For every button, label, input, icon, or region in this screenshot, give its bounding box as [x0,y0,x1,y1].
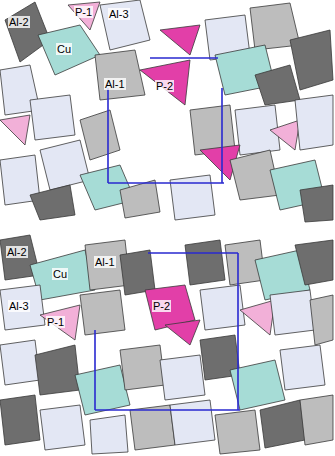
polyhedron [260,400,305,448]
polyhedron [240,300,275,335]
polyhedron [5,2,50,62]
part-label: Al-1 [94,256,116,268]
polyhedron [310,295,333,345]
polyhedron [30,185,75,220]
polyhedron [270,290,315,335]
polyhedron [0,395,40,445]
part-label: Al-3 [108,8,130,20]
polyhedron [290,30,333,90]
lower-view [0,235,333,454]
polyhedron [75,365,130,415]
part-label: Cu [52,268,68,280]
polyhedron [120,345,165,390]
polyhedron [0,285,45,330]
polyhedron [140,60,190,105]
polyhedron [170,400,215,445]
polyhedron [270,120,300,150]
polyhedron [300,185,333,222]
polyhedron [40,305,80,340]
part-label: P-1 [74,6,93,18]
unit-cell-line [108,58,224,183]
polyhedron [255,65,300,105]
polyhedron [95,50,145,100]
polyhedron [35,345,80,395]
polyhedron [38,25,100,75]
polyhedron [90,415,128,454]
part-label: Al-3 [8,300,30,312]
upper-view [0,0,333,222]
polyhedron [280,345,325,390]
part-label: Al-2 [6,246,28,258]
polyhedron [100,0,150,50]
polyhedron [185,240,225,285]
polyhedron [68,2,100,30]
polyhedron [40,140,90,190]
part-label: P-2 [152,300,171,312]
unit-cell-line [95,253,240,410]
polyhedron [130,405,175,450]
part-label: Al-2 [8,16,30,28]
polyhedron [30,95,75,140]
polyhedron [170,175,215,220]
part-label: P-1 [46,316,65,328]
polyhedron [40,405,85,450]
part-label: Cu [56,43,72,55]
polyhedron [0,340,40,385]
polyhedron [120,250,155,295]
polyhedron [160,25,200,55]
polyhedron [0,115,30,145]
polyhedron [165,320,200,345]
polyhedron [295,95,333,150]
polyhedron [215,410,260,454]
polyhedron [295,240,333,285]
polyhedron [160,355,205,400]
polyhedron [300,395,333,445]
part-label: Al-1 [104,78,126,90]
polyhedron [80,110,120,160]
part-label: P-2 [155,80,174,92]
polyhedron [80,290,125,335]
polyhedron [120,180,160,218]
